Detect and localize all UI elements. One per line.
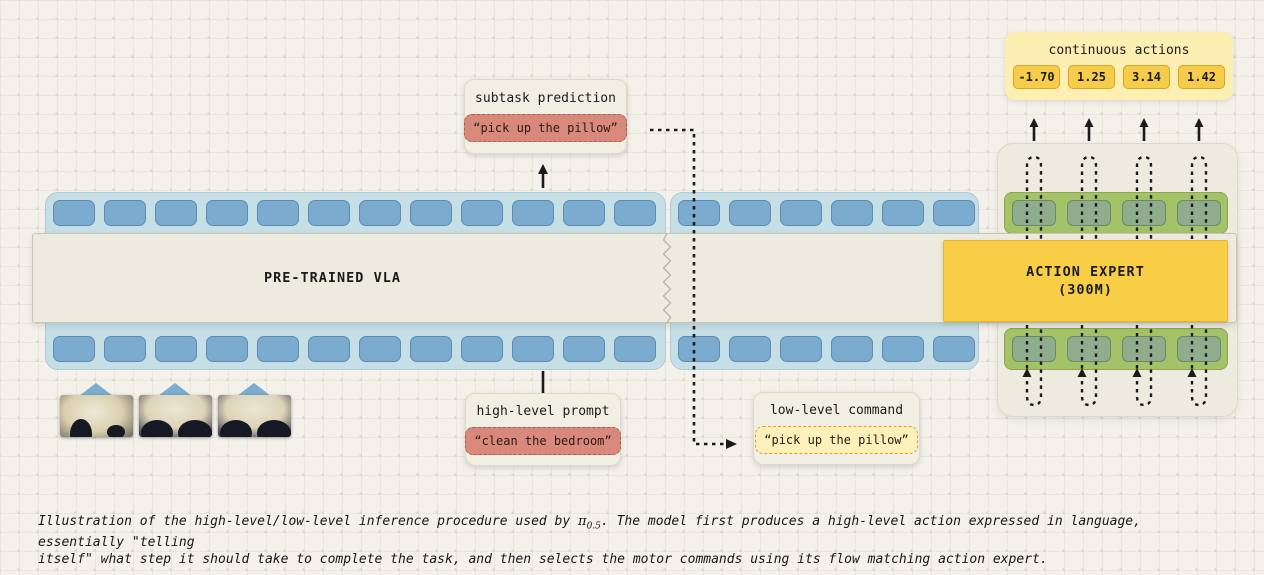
token-row [1012,336,1221,362]
vla-input-token [461,336,503,362]
action-expert-title: ACTION EXPERT [1026,264,1145,280]
low-level-command-label: low-level command [769,403,904,418]
camera-image-3 [218,395,291,437]
figure-caption: Illustration of the high-level/low-level… [38,514,1223,568]
action-value-chip: 3.14 [1123,65,1170,89]
vla-input-token [155,200,197,226]
token-row [678,336,975,362]
vla-input-token [308,200,350,226]
high-level-prompt-chip: “clean the bedroom” [465,427,621,455]
action-value-chip: 1.25 [1068,65,1115,89]
continuous-actions-values: -1.70 1.25 3.14 1.42 [1013,65,1225,89]
vla-output-token [831,336,873,362]
continuous-actions-box: continuous actions -1.70 1.25 3.14 1.42 [1005,32,1233,100]
vla-output-token [882,200,924,226]
vla-input-token [461,200,503,226]
camera-image-2 [139,395,212,437]
vla-input-token [563,200,605,226]
image-connector-triangle [79,383,113,396]
token-row [53,200,656,226]
caption-line1-pre: Illustration of the high-level/low-level… [38,514,579,529]
vla-input-token [359,200,401,226]
vla-input-token [512,336,554,362]
token-row [53,336,656,362]
vla-input-token [563,336,605,362]
action-token [1122,336,1166,362]
vla-input-token [53,336,95,362]
vla-input-token [512,200,554,226]
action-token [1067,336,1111,362]
camera-image-1 [60,395,133,437]
subtask-prediction-label: subtask prediction [475,91,616,106]
vla-input-token [206,200,248,226]
vla-output-token [780,200,822,226]
pretrained-vla-label: PRE-TRAINED VLA [264,270,401,286]
vla-input-token [257,200,299,226]
vla-output-token [933,200,975,226]
caption-line2: itself" what step it should take to comp… [38,551,1048,567]
action-expert-box: ACTION EXPERT (300M) [943,240,1228,322]
vla-output-token [678,336,720,362]
vla-input-token [410,200,452,226]
image-connector-triangle [237,383,271,396]
action-token [1012,200,1056,226]
vla-input-token [359,336,401,362]
continuous-actions-title: continuous actions [1048,43,1190,58]
token-row [678,200,975,226]
vla-output-token [729,200,771,226]
action-token [1177,336,1221,362]
vla-input-token [53,200,95,226]
vla-output-token [780,336,822,362]
token-row [1012,200,1221,226]
pi-symbol: π0.5 [578,514,601,532]
vla-input-token [614,336,656,362]
action-token [1122,200,1166,226]
image-connector-triangle [158,383,192,396]
vla-input-token [206,336,248,362]
vla-input-token [308,336,350,362]
vla-input-token [104,200,146,226]
subtask-arrowhead-icon [538,164,548,174]
subtask-prediction-chip: “pick up the pillow” [464,114,627,142]
low-level-command-box: low-level command “pick up the pillow” [753,392,920,465]
vla-output-token [933,336,975,362]
high-level-prompt-box: high-level prompt “clean the bedroom” [465,393,621,466]
action-expert-params: (300M) [1058,282,1113,298]
action-token [1177,200,1221,226]
connector-arrowhead-icon [726,439,737,449]
subtask-prediction-box: subtask prediction “pick up the pillow” [464,79,627,154]
continuous-action-arrows [1032,126,1201,141]
low-level-command-chip: “pick up the pillow” [755,426,918,454]
high-level-prompt-label: high-level prompt [476,404,610,419]
continuous-action-arrowheads-icon [1029,118,1204,127]
vla-output-token [729,336,771,362]
vla-input-token [410,336,452,362]
vla-output-token [882,336,924,362]
action-value-chip: 1.42 [1178,65,1225,89]
caption-line1-post: . The model first produces a high-level … [38,514,1141,551]
vla-input-token [155,336,197,362]
vla-input-token [257,336,299,362]
vla-output-token [678,200,720,226]
vla-input-token [614,200,656,226]
vla-output-token [831,200,873,226]
vla-input-token [104,336,146,362]
action-token [1067,200,1111,226]
action-token [1012,336,1056,362]
action-value-chip: -1.70 [1013,65,1060,89]
